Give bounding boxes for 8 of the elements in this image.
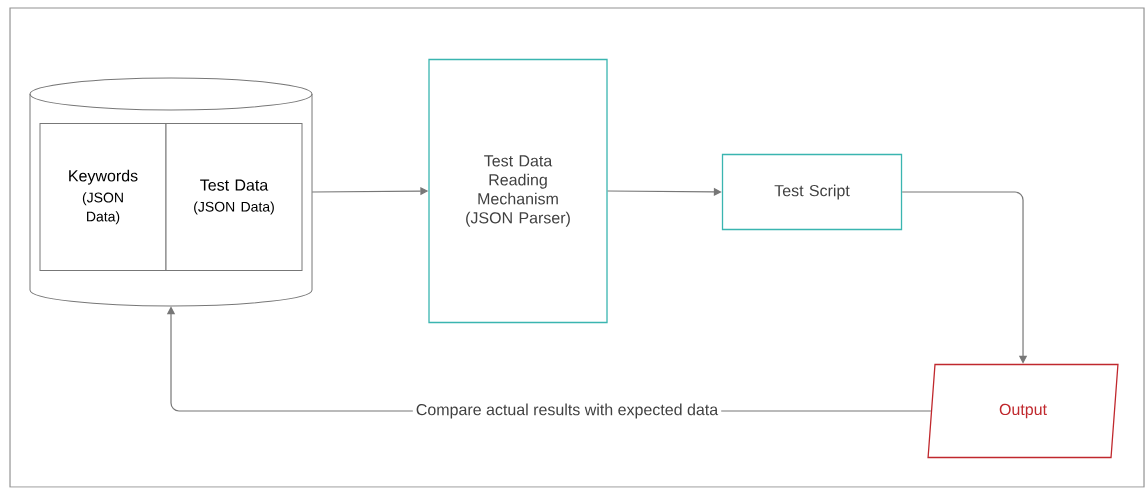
arrow — [901, 191, 1028, 364]
process-box: Test Data Reading Mechanism (JSON Parser) — [428, 58, 608, 324]
database-cylinder — [29, 77, 313, 307]
table-cell: Keywords (JSON Data) — [39, 123, 167, 271]
process-box: Test Script — [721, 153, 903, 231]
table-cell: Test Data (JSON Data) — [165, 123, 303, 271]
output-parallelogram: Output — [927, 363, 1119, 459]
edge-label: Compare actual results with expected data — [412, 400, 722, 422]
